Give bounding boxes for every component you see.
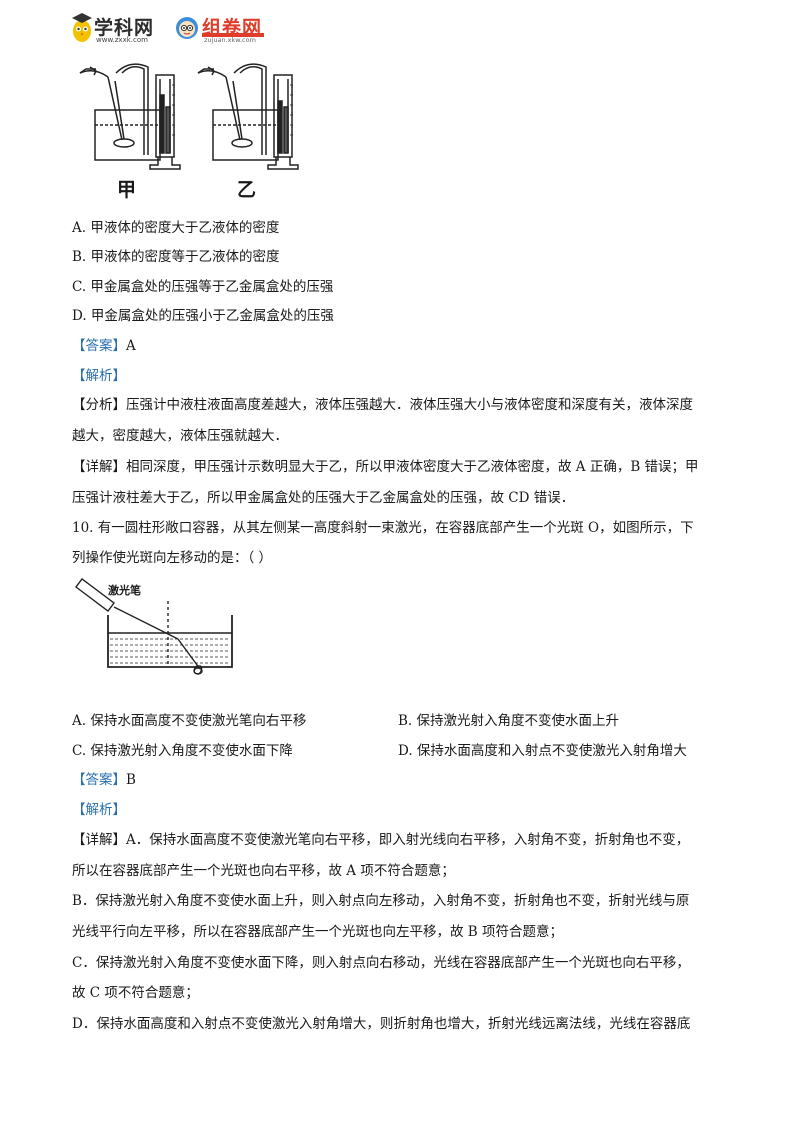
header-logos: 学科网 www.zxxk.com 组卷网 zujuan.xkw.com — [70, 10, 300, 50]
q10-option-d: D. 保持水面高度和入射点不变使激光入射角增大 — [398, 743, 687, 759]
xiangjie-tag: 【详解】 — [72, 459, 126, 475]
fenxi-text: 压强计中液柱液面高度差越大，液体压强越大．液体压强大小与液体密度和深度有关，液体… — [126, 397, 693, 413]
q9-answer: 【答案】A — [72, 336, 136, 356]
q9-analysis-tag: 【解析】 — [72, 368, 126, 384]
answer-tag: 【答案】 — [72, 772, 126, 788]
q9-option-b: B. 甲液体的密度等于乙液体的密度 — [72, 249, 280, 265]
answer-tag: 【答案】 — [72, 338, 126, 354]
figure-label-yi: 乙 — [237, 179, 257, 201]
q10-xiangjie-line-3: B．保持激光射入角度不变使水面上升，则入射点向左移动，入射角不变，折射角也不变，… — [72, 893, 690, 909]
q10-xiangjie-line-6: 故 C 项不符合题意； — [72, 985, 199, 1001]
logo-xuekewang-url: www.zxxk.com — [96, 36, 148, 44]
logo-zujuanwang-url: zujuan.xkw.com — [204, 36, 256, 44]
q10-xiangjie-line-4: 光线平行向左平移，所以在容器底部产生一个光斑也向左平移，故 B 项符合题意； — [72, 924, 564, 940]
q10-option-b: B. 保持激光射入角度不变使水面上升 — [398, 713, 620, 729]
mascot-logo-icon — [176, 17, 198, 39]
xiangjie-text: 相同深度，甲压强计示数明显大于乙，所以甲液体密度大于乙液体密度，故 A 正确，B… — [126, 459, 699, 475]
q10-xiangjie-line-2: 所以在容器底部产生一个光斑也向右平移，故 A 项不符合题意； — [72, 863, 455, 879]
q9-option-d: D. 甲金属盒处的压强小于乙金属盒处的压强 — [72, 308, 334, 324]
logo-xuekewang: 学科网 — [94, 17, 155, 39]
xiangjie-text: A．保持水面高度不变使激光笔向右平移，即入射光线向右平移，入射角不变，折射角也不… — [126, 832, 690, 848]
q10-answer: 【答案】B — [72, 770, 136, 790]
xiangjie-tag: 【详解】 — [72, 832, 126, 848]
q9-xiangjie-line-1: 【详解】相同深度，甲压强计示数明显大于乙，所以甲液体密度大于乙液体密度，故 A … — [72, 457, 699, 477]
q10-stem-line-1: 10. 有一圆柱形敞口容器，从其左侧某一高度斜射一束激光，在容器底部产生一个光斑… — [72, 520, 694, 536]
owl-logo-icon — [72, 13, 92, 42]
q9-option-c: C. 甲金属盒处的压强等于乙金属盒处的压强 — [72, 279, 334, 295]
fenxi-tag: 【分析】 — [72, 397, 126, 413]
q10-analysis-tag: 【解析】 — [72, 802, 126, 818]
q9-option-a: A. 甲液体的密度大于乙液体的密度 — [72, 220, 280, 236]
laser-container-figure — [75, 578, 233, 675]
q10-stem-line-2: 列操作使光斑向左移动的是：（ ） — [72, 550, 273, 566]
q10-xiangjie-line-5: C．保持激光射入角度不变使水面下降，则入射点向右移动，光线在容器底部产生一个光斑… — [72, 955, 690, 971]
logo-zujuanwang-bar — [202, 33, 264, 37]
light-spot-o-label: O — [193, 663, 203, 677]
laser-pen-label: 激光笔 — [108, 584, 141, 597]
q9-xiangjie-line-2: 压强计液柱差大于乙，所以甲金属盒处的压强大于乙金属盒处的压强，故 CD 错误． — [72, 490, 575, 506]
answer-value: A — [126, 338, 136, 354]
answer-value: B — [126, 772, 136, 788]
q10-option-a: A. 保持水面高度不变使激光笔向右平移 — [72, 713, 307, 729]
q9-fenxi-line-2: 越大，密度越大，液体压强就越大． — [72, 428, 288, 444]
figure-label-jia: 甲 — [117, 179, 137, 201]
q10-xiangjie-line-1: 【详解】A．保持水面高度不变使激光笔向右平移，即入射光线向右平移，入射角不变，折… — [72, 830, 689, 850]
q10-option-c: C. 保持激光射入角度不变使水面下降 — [72, 743, 293, 759]
pressure-gauge-figure — [79, 63, 299, 170]
q9-fenxi-line-1: 【分析】压强计中液柱液面高度差越大，液体压强越大．液体压强大小与液体密度和深度有… — [72, 395, 693, 415]
q10-xiangjie-line-7: D．保持水面高度和入射点不变使激光入射角增大，则折射角也增大，折射光线远离法线，… — [72, 1016, 691, 1032]
